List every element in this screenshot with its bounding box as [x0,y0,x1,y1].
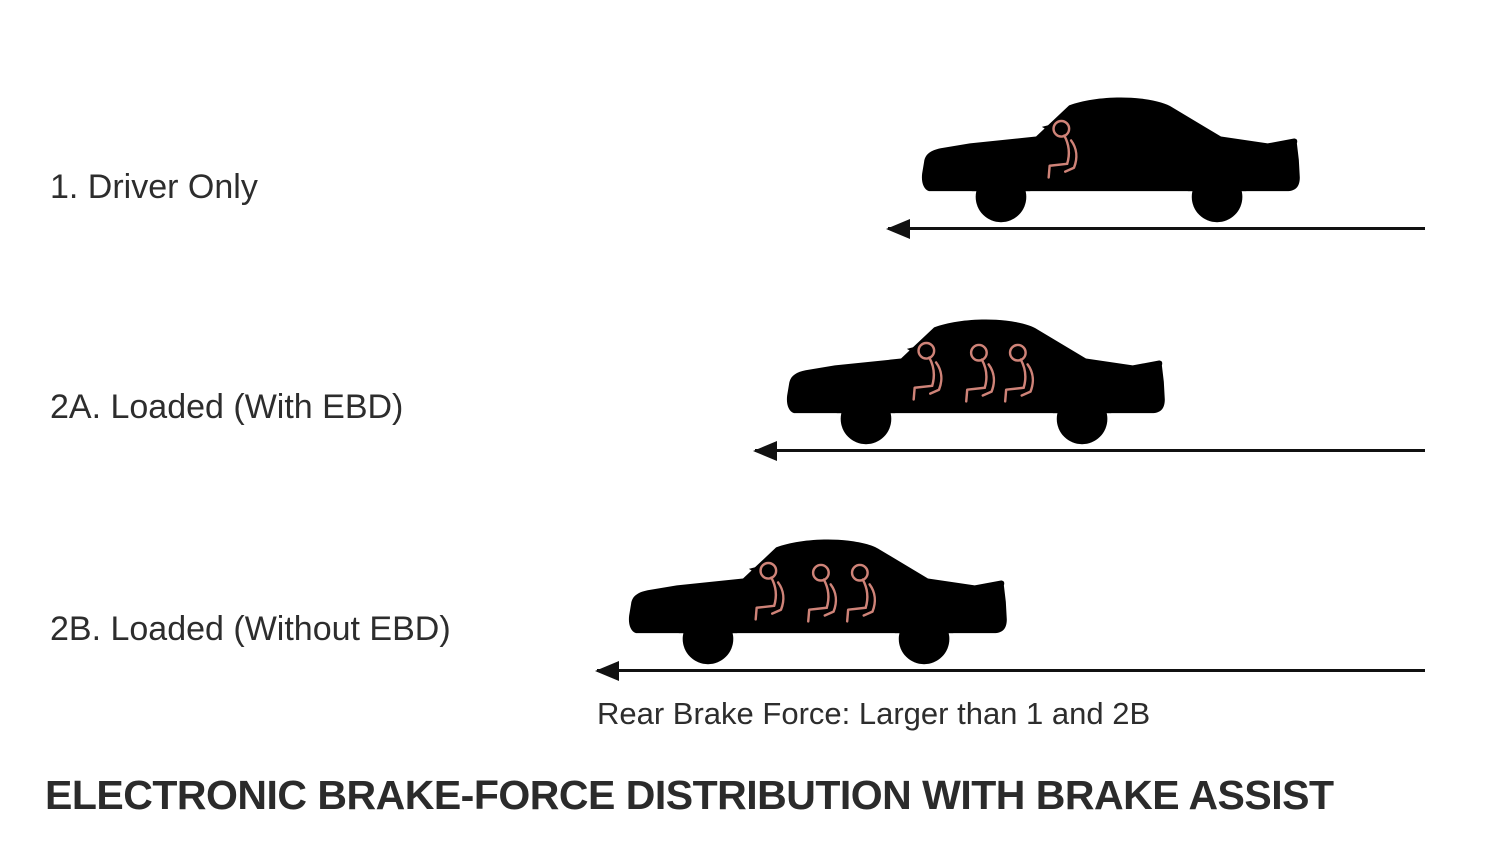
row-label-driver-only: 1. Driver Only [50,168,258,206]
rear-brake-force-caption: Rear Brake Force: Larger than 1 and 2B [597,696,1151,731]
brake-distance-arrow-1 [888,227,1425,230]
brake-distance-arrow-2a [755,449,1425,452]
car-illustration-loaded-with-ebd [786,319,1165,445]
brake-distance-arrow-2b [597,669,1425,672]
car-illustration-driver-only [921,97,1300,223]
row-label-loaded-with-ebd: 2A. Loaded (With EBD) [50,388,404,426]
diagram-title: ELECTRONIC BRAKE-FORCE DISTRIBUTION WITH… [45,772,1334,818]
row-label-loaded-without-ebd: 2B. Loaded (Without EBD) [50,610,451,648]
car-illustration-loaded-without-ebd [628,539,1007,665]
